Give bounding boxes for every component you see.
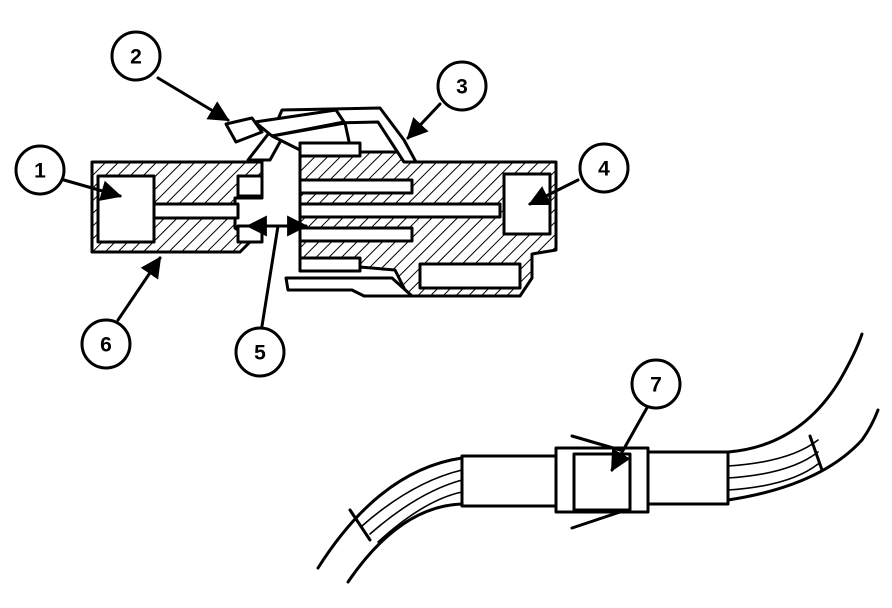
right-cable-lower-edge (726, 408, 880, 502)
left-cable-upper-edge (316, 456, 464, 570)
leader-4 (528, 178, 580, 206)
shroud-lower-lip (284, 276, 414, 298)
callout-4: 4 (578, 142, 630, 194)
connector-cross-section (90, 106, 558, 298)
leader-1 (62, 178, 123, 201)
latch-lever-upper (570, 434, 622, 452)
callout-1: 1 (14, 144, 66, 196)
leader-5 (260, 224, 280, 328)
svg-text:4: 4 (598, 158, 610, 181)
latch-tab (224, 116, 264, 144)
callout-5: 5 (234, 326, 286, 378)
callout-7: 7 (630, 358, 682, 410)
left-pin-slot (152, 202, 240, 220)
svg-text:7: 7 (650, 374, 662, 397)
blade-lower (298, 226, 414, 243)
svg-text:6: 6 (100, 334, 112, 357)
harness-right-housing (644, 450, 730, 506)
leader-6 (116, 256, 162, 322)
leader-2 (156, 76, 230, 122)
callout-6: 6 (80, 318, 132, 370)
svg-text:3: 3 (456, 76, 468, 99)
harness-left-housing (460, 454, 560, 508)
blade-center (298, 202, 502, 219)
left-cable-sheath-band (348, 508, 372, 542)
right-terminal-cavity (502, 172, 552, 236)
rear-grommet (418, 262, 522, 290)
svg-text:2: 2 (130, 46, 142, 69)
blade-lower-outer (298, 256, 362, 273)
latch-lever-lower (570, 510, 622, 530)
harness-view (316, 332, 880, 584)
socket-finger-upper (236, 174, 264, 198)
svg-text:1: 1 (34, 160, 46, 183)
callout-2: 2 (110, 30, 162, 82)
left-terminal-cavity (96, 174, 156, 244)
svg-text:5: 5 (254, 342, 266, 365)
right-cable-sheath-band (808, 434, 824, 472)
right-cable-upper-edge (726, 332, 864, 454)
blade-upper (298, 178, 414, 195)
socket-finger-lower (236, 224, 264, 244)
harness-lock-clip (572, 452, 632, 512)
leader-7 (610, 404, 650, 472)
blade-upper-outer (298, 141, 362, 158)
callout-3: 3 (436, 60, 488, 112)
leader-3 (406, 102, 442, 140)
leader-lines (62, 76, 650, 472)
left-cable-lower-edge (346, 502, 464, 584)
